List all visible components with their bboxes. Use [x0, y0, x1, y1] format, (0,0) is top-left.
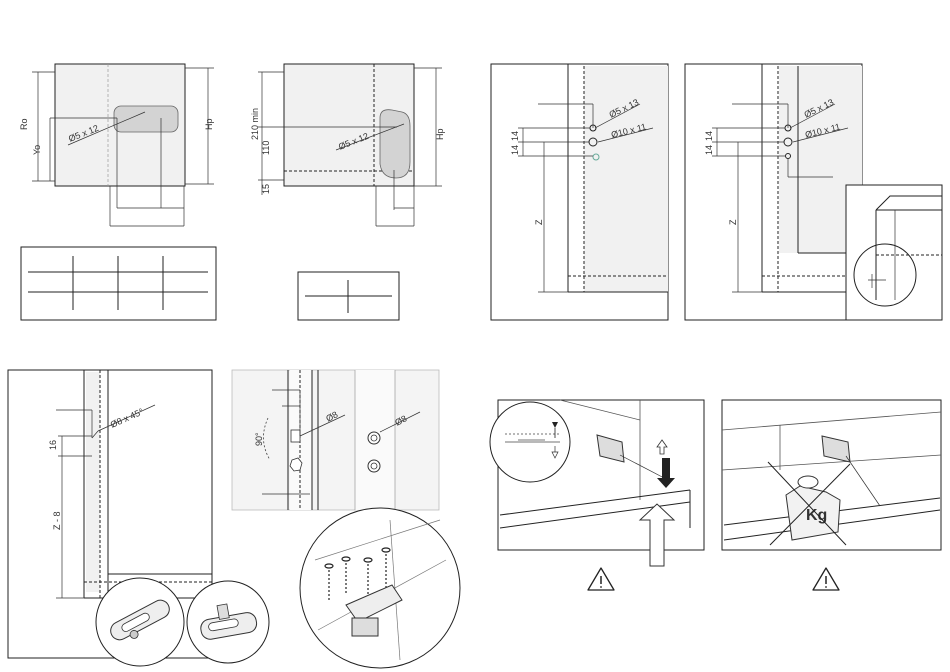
dim-hp-label-2: Hp	[435, 128, 445, 140]
dim-14-label-a: 14	[510, 131, 520, 141]
dim-14-label-d: 14	[704, 145, 714, 155]
dim-z-label: Z	[534, 219, 544, 225]
side-panel-holes-a: Ø5 x 13 Ø10 x 11 14 14 Z	[491, 64, 668, 320]
drawer-insert-panel	[490, 400, 704, 566]
dim-110-label: 110	[261, 141, 271, 155]
dimension-table-2	[298, 272, 399, 320]
dim-14-label-c: 14	[704, 131, 714, 141]
dim-ro-label: Ro	[19, 118, 29, 130]
dim-14-label-b: 14	[510, 145, 520, 155]
dim-210-min-label: 210 min	[250, 108, 260, 140]
dim-z-label-2: Z	[728, 219, 738, 225]
dim-hp-label: Hp	[204, 118, 214, 130]
weight-limit-panel: Kg	[722, 400, 941, 550]
front-panel-right: 210 min 110 15 Hp Ø5 x 12	[250, 64, 445, 226]
dim-15-label: 15	[261, 184, 271, 194]
dimension-table-1	[21, 247, 216, 320]
dim-yo-label: Yo	[32, 145, 42, 155]
side-panel-holes-b: Ø5 x 13 Ø10 x 11 14 14 Z	[685, 64, 942, 320]
dim-z8-label: Z - 8	[52, 511, 62, 530]
front-panel-left: Ro Yo Hp Ø5 x 12	[19, 64, 214, 226]
hole-8x45-label: Ø8 x 45°	[109, 406, 146, 430]
warning-triangle-icon	[588, 568, 614, 590]
warning-triangle-icon-2	[813, 568, 839, 590]
side-panel-z8: Ø8 x 45° 16 Z - 8	[8, 370, 269, 666]
dim-16-label: 16	[48, 440, 58, 450]
angle-90-label: 90°	[254, 432, 264, 446]
